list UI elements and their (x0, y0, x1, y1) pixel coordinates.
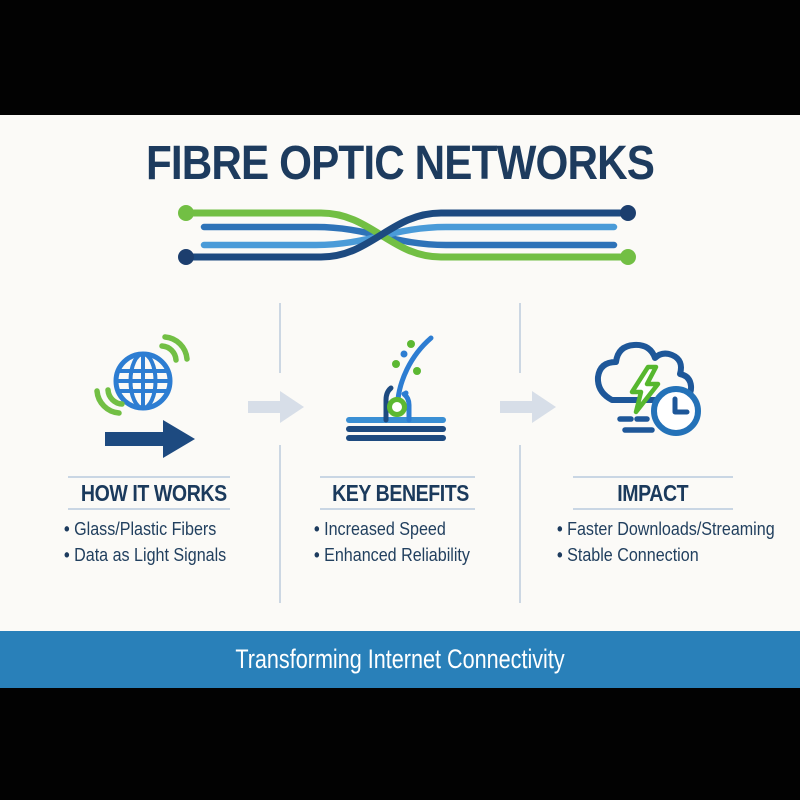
section-heading-label: HOW IT WORKS (80, 480, 227, 506)
lightning-bolt (629, 364, 661, 415)
section-heading-label: IMPACT (617, 480, 689, 506)
light-dot (392, 360, 400, 368)
page-title: FIBRE OPTIC NETWORKS (145, 137, 655, 190)
cloud-lightning-clock-icon (594, 341, 701, 436)
fiber-core-ring (387, 397, 407, 417)
cable-end-dot (178, 205, 194, 221)
right-arrow (105, 420, 195, 458)
light-dot (403, 390, 409, 396)
section-heading-how-it-works: HOW IT WORKS (68, 476, 230, 510)
bullet-list-key-benefits: Increased Speed Enhanced Reliability (314, 516, 493, 568)
column-divider (279, 303, 281, 373)
fiber-strand-light-icon (346, 335, 446, 441)
flow-arrow-icon (248, 391, 304, 423)
bullet-item: Increased Speed (314, 516, 470, 542)
light-dot (413, 367, 421, 375)
bullet-item: Faster Downloads/Streaming (557, 516, 775, 542)
section-heading-label: KEY BENEFITS (332, 480, 469, 506)
cloud-outline (594, 341, 695, 403)
section-heading-key-benefits: KEY BENEFITS (320, 476, 475, 510)
cable-end-dot (178, 249, 194, 265)
column-divider (519, 303, 521, 373)
column-divider (519, 445, 521, 603)
signal-arc (159, 343, 179, 363)
cable-end-dot (620, 249, 636, 265)
crossed-fiber-cables-icon (178, 205, 636, 265)
light-dot (400, 350, 408, 358)
globe-signal-arrow-icon (94, 334, 195, 458)
section-heading-impact: IMPACT (573, 476, 733, 510)
column-divider (279, 445, 281, 603)
bullet-item: Enhanced Reliability (314, 542, 470, 568)
clock-hands (672, 396, 690, 415)
bullet-item: Glass/Plastic Fibers (64, 516, 226, 542)
letterbox-bottom (0, 688, 800, 800)
bullet-list-impact: Faster Downloads/Streaming Stable Connec… (557, 516, 800, 568)
signal-arc (162, 334, 190, 362)
footer-banner: Transforming Internet Connectivity (0, 631, 800, 688)
bullet-item: Stable Connection (557, 542, 775, 568)
light-dot (407, 340, 415, 348)
signal-arc (94, 388, 122, 416)
signal-arc (105, 387, 125, 407)
flow-arrow-icon (500, 391, 556, 423)
cable-end-dot (620, 205, 636, 221)
footer-tagline: Transforming Internet Connectivity (235, 644, 565, 674)
bullet-item: Data as Light Signals (64, 542, 226, 568)
bullet-list-how-it-works: Glass/Plastic Fibers Data as Light Signa… (64, 516, 250, 568)
letterbox-top (0, 0, 800, 115)
